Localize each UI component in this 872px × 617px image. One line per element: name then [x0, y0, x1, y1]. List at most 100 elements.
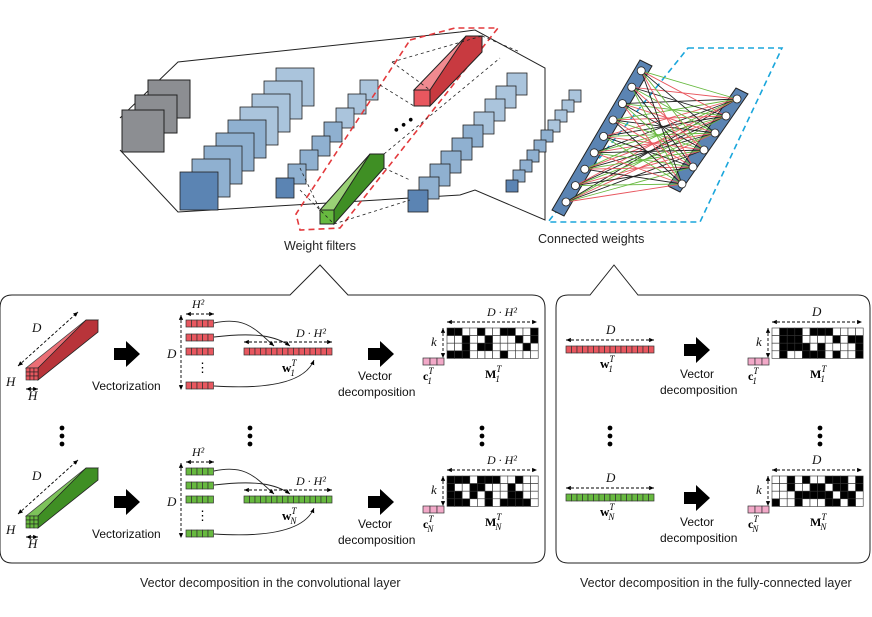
process-arrow	[368, 341, 394, 367]
binary-matrix	[771, 327, 864, 359]
label-D: D	[811, 452, 822, 467]
label-D: D	[605, 470, 616, 485]
neuron	[561, 197, 571, 207]
conv-caption: Vector decomposition in the convolutiona…	[140, 576, 401, 590]
neuron	[571, 181, 580, 191]
feature-map-stacks	[179, 67, 582, 213]
neuron	[589, 148, 599, 158]
label-H: H	[5, 374, 16, 389]
label-D: D	[811, 304, 822, 319]
fc-caption: Vector decomposition in the fully-connec…	[580, 576, 852, 590]
neuron	[599, 131, 608, 141]
binary-matrix	[446, 475, 539, 507]
neuron	[677, 179, 687, 189]
binary-matrix	[771, 475, 864, 507]
filter-ellipsis: • • •	[390, 111, 418, 137]
weight-filter-highlight	[295, 27, 500, 231]
connected-weights-label: Connected weights	[538, 232, 644, 246]
neuron	[580, 164, 590, 174]
weight-filters-label: Weight filters	[284, 239, 356, 253]
label-H: H	[5, 522, 16, 537]
process-arrow	[114, 489, 140, 515]
coefficient-vector	[422, 505, 445, 514]
coefficient-vector	[747, 357, 770, 366]
conv4-stack	[505, 89, 582, 193]
neuron	[721, 111, 731, 121]
depth-arrow	[17, 459, 79, 515]
label-k: k	[431, 482, 437, 497]
merge-arrow	[213, 482, 291, 495]
weight-vector	[243, 495, 333, 504]
slice-vector	[185, 381, 214, 390]
decomposition-label: decomposition	[660, 383, 737, 397]
weight-vector	[243, 347, 333, 356]
label-D: D	[31, 468, 42, 483]
depth-arrow	[17, 311, 79, 367]
label-H: H	[27, 536, 38, 551]
label-D: D	[166, 346, 177, 361]
vector-label: Vector	[680, 367, 714, 381]
process-arrow	[368, 489, 394, 515]
vectorization-label: Vectorization	[92, 527, 161, 541]
conv2-stack	[275, 79, 379, 199]
slice-vector	[185, 467, 214, 476]
fc-panel	[555, 264, 871, 564]
label-DH2: D · H²	[295, 474, 326, 488]
slice-vector	[185, 481, 214, 490]
process-arrow	[114, 341, 140, 367]
slice-vector	[185, 495, 214, 504]
fc-neurons	[561, 66, 742, 207]
coefficient-vector	[747, 505, 770, 514]
neuron	[688, 162, 698, 172]
filter-face-grid	[25, 367, 39, 381]
label-D: D	[166, 494, 177, 509]
label-k: k	[756, 334, 762, 349]
neuron	[608, 115, 618, 125]
neuron	[699, 145, 709, 155]
neuron	[636, 66, 646, 76]
label-DH2: D · H²	[295, 326, 326, 340]
label-k: k	[431, 334, 437, 349]
filter-connectors	[299, 35, 521, 225]
conv-panel	[0, 264, 546, 564]
decomposition-label: decomposition	[338, 385, 415, 399]
slice-vector	[185, 529, 214, 538]
label-H2: H²	[191, 297, 205, 311]
connected-weight-lines	[565, 70, 738, 203]
binary-matrix	[446, 327, 539, 359]
decomposition-label: decomposition	[338, 533, 415, 547]
coefficient-vector	[422, 357, 445, 366]
red-weight-filter	[412, 35, 484, 108]
conv1-stack	[179, 67, 315, 211]
neuron	[732, 94, 742, 104]
label-H2: H²	[191, 445, 205, 459]
decomposition-label: decomposition	[660, 531, 737, 545]
neuron	[627, 82, 637, 92]
merge-arrow	[213, 334, 291, 347]
merge-arrow	[213, 359, 315, 388]
label-D: D	[31, 320, 42, 335]
slice-vector	[185, 347, 214, 356]
conv3-stack	[407, 72, 528, 213]
process-arrow	[684, 337, 710, 363]
vector-label: Vector	[358, 517, 392, 531]
filter-face-grid	[25, 515, 39, 529]
filter-side	[37, 467, 99, 529]
slice-vector	[185, 333, 214, 342]
process-arrow	[684, 485, 710, 511]
neuron	[618, 99, 627, 108]
